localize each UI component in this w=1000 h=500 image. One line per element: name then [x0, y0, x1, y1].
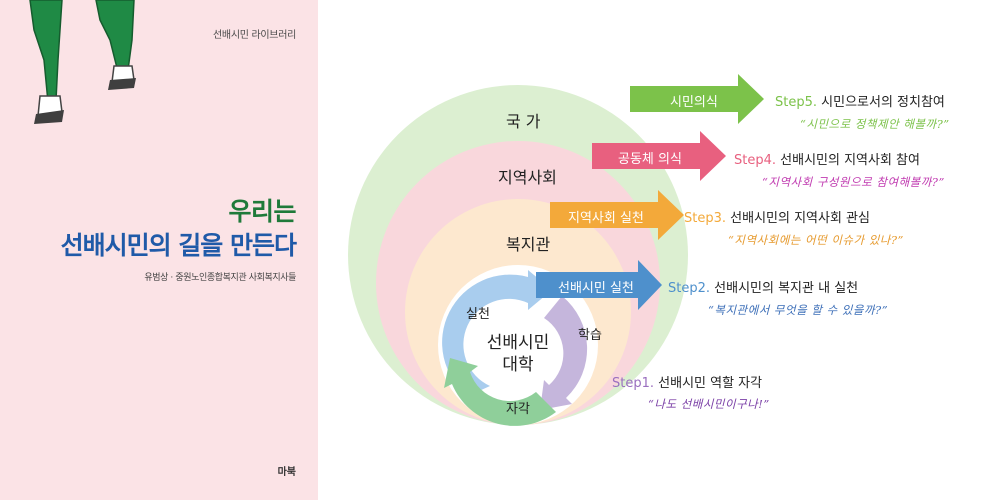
arrow-text-community-practice: 지역사회 실천 [568, 211, 644, 226]
cycle-practice: 실천 [466, 307, 490, 322]
cover-illustration [29, 0, 136, 124]
level-community: 지역사회 [498, 168, 557, 187]
level-welfare-center: 복지관 [506, 235, 551, 254]
step4: Step4. 선배시민의 지역사회 참여 [734, 149, 920, 168]
step3-text: 선배시민의 지역사회 관심 [730, 211, 870, 226]
cycle-practice-arc [442, 270, 552, 396]
arrow-senior-practice [536, 260, 662, 310]
diagram-graphics [348, 74, 764, 426]
step3: Step3. 선배시민의 지역사회 관심 [684, 207, 870, 226]
level-nation: 국 가 [506, 112, 541, 131]
step5-num: Step5. [775, 95, 818, 110]
cycle-awareness-arc [444, 358, 556, 426]
book-title-line1: 우리는 [228, 197, 296, 226]
step5-text: 시민으로서의 정치참여 [821, 95, 945, 110]
arrow-text-community-awareness: 공동체 의식 [618, 152, 682, 167]
arrow-text-senior-practice: 선배시민 실천 [558, 281, 634, 296]
book-cover: 선배시민 라이브러리 우리는 선배시민의 길을 만든다 유범상 · 중원노인종합… [0, 0, 318, 500]
step2-text: 선배시민의 복지관 내 실천 [714, 281, 859, 296]
step5-quote: “시민으로 정책제안 해볼까?” [800, 117, 950, 131]
center-line2: 대학 [502, 355, 534, 375]
arrow-community-awareness [592, 131, 726, 181]
step-diagram: 국 가 지역사회 복지관 선배시민 대학 실천 학습 자각 시민의식 공동체 의… [330, 0, 1000, 500]
center-label: 선배시민 대학 [480, 332, 556, 376]
cycle-learning-arc [540, 296, 588, 410]
cycle-awareness: 자각 [506, 402, 530, 417]
step1: Step1. 선배시민 역할 자각 [612, 372, 762, 391]
step1-text: 선배시민 역할 자각 [658, 376, 763, 391]
book-author: 유범상 · 중원노인종합복지관 사회복지사들 [144, 273, 296, 283]
step1-num: Step1. [612, 376, 655, 391]
arrow-text-citizenship: 시민의식 [670, 95, 718, 110]
step2-num: Step2. [668, 281, 711, 296]
step2-quote: “복지관에서 무엇을 할 수 있을까?” [708, 303, 889, 317]
cycle-learning: 학습 [578, 328, 602, 343]
step4-quote: “지역사회 구성원으로 참여해볼까?” [762, 175, 945, 189]
step2: Step2. 선배시민의 복지관 내 실천 [668, 277, 858, 296]
step5: Step5. 시민으로서의 정치참여 [775, 91, 945, 110]
arrow-citizenship [630, 74, 764, 124]
book-series: 선배시민 라이브러리 [213, 30, 296, 41]
center-line1: 선배시민 [486, 333, 550, 353]
book-title-line2: 선배시민의 길을 만든다 [60, 231, 297, 260]
book-publisher: 마북 [277, 467, 296, 478]
arrow-community-practice [550, 190, 684, 240]
step1-quote: “나도 선배시민이구나!” [648, 397, 770, 411]
step3-quote: “지역사회에는 어떤 이슈가 있나?” [728, 233, 904, 247]
step4-text: 선배시민의 지역사회 참여 [780, 153, 920, 168]
step4-num: Step4. [734, 153, 777, 168]
step3-num: Step3. [684, 211, 727, 226]
